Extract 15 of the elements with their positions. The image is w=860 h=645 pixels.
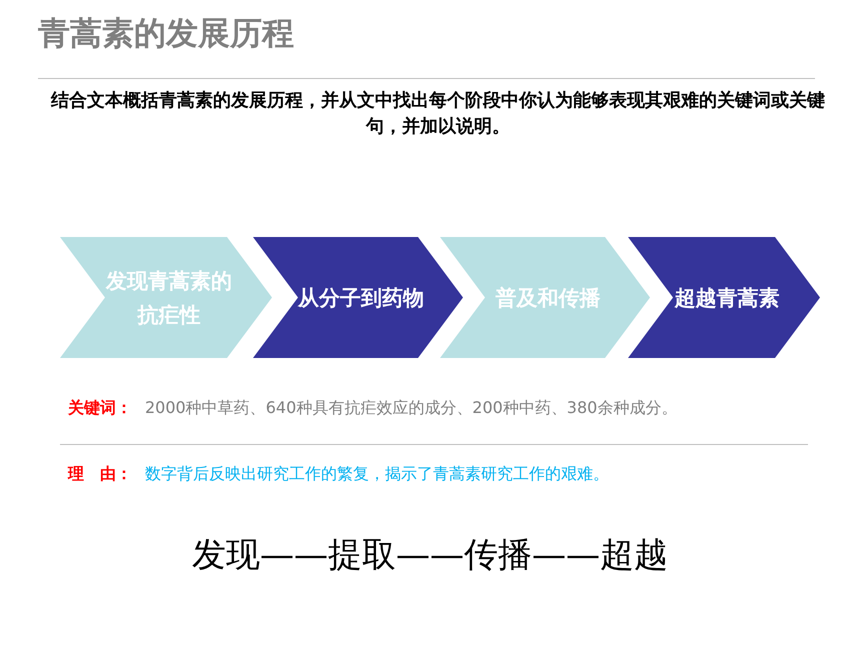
summary-text: 发现——提取——传播——超越 [191,534,669,577]
chevron-step [628,237,820,358]
chevron-step [440,237,650,358]
chevron-step [60,237,272,358]
instruction-text: 结合文本概括青蒿素的发展历程，并从文中找出每个阶段中你认为能够表现其艰难的关键词或关键句，并加以说明。 [50,89,826,139]
keyword-label: 关键词： [68,398,132,419]
step-label: 发现青蒿素的抗疟性 [104,268,233,328]
slide-title: 青蒿素的发展历程 [38,13,294,54]
reason-label: 理 由： [68,464,132,485]
step-label: 普及和传播 [494,284,602,312]
keyword-text: 2000种中草药、640种具有抗疟效应的成分、200种中药、380余种成分。 [145,398,678,419]
step-label: 从分子到药物 [296,284,425,312]
step-label: 超越青蒿素 [673,284,780,312]
chevron-step [253,237,463,358]
reason-text: 数字背后反映出研究工作的繁复，揭示了青蒿素研究工作的艰难。 [145,464,609,485]
